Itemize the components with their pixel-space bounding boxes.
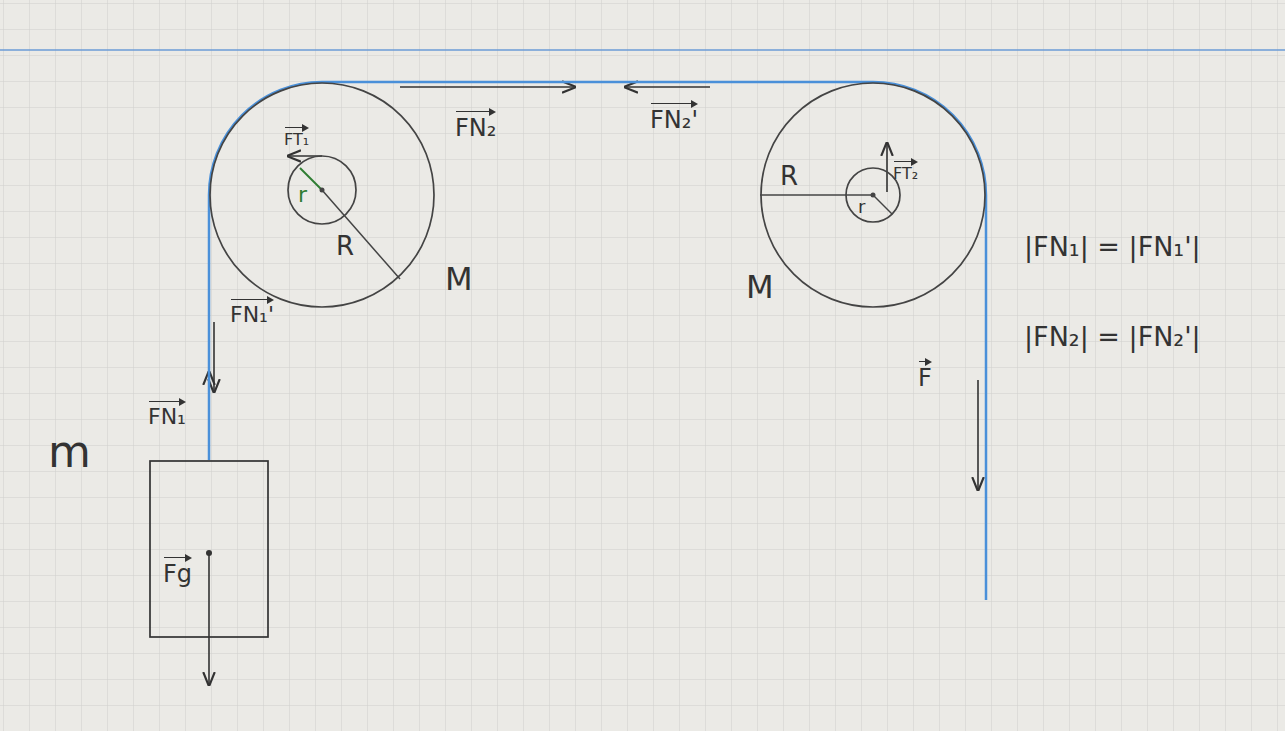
mass-box-rect xyxy=(150,461,268,637)
axle-wheel: r xyxy=(287,155,357,225)
pulley-circle xyxy=(761,83,985,307)
axle xyxy=(871,193,876,198)
axle-wheel: r xyxy=(845,167,901,223)
radius-label: r xyxy=(858,197,865,217)
force-label: FN₁' xyxy=(230,296,274,327)
force-label: FN₂ xyxy=(455,108,496,141)
rope xyxy=(322,81,873,84)
mass-box: mFg xyxy=(149,460,269,638)
axle xyxy=(320,188,325,193)
pulley-outline xyxy=(760,82,986,308)
margin-line xyxy=(0,49,1285,51)
mass-label: M xyxy=(746,270,774,305)
rope xyxy=(208,195,211,460)
pulley-circle xyxy=(210,83,434,307)
force-label: FT₂ xyxy=(893,158,918,183)
mass-box-outline xyxy=(149,460,269,638)
radius-line xyxy=(322,190,400,279)
force-label: Fg xyxy=(163,554,192,587)
force-arrow xyxy=(977,380,979,490)
radius-label: R xyxy=(780,162,798,191)
equation: |FN₂| = |FN₂'| xyxy=(1024,322,1201,352)
force-arrow xyxy=(886,143,888,192)
rope xyxy=(873,82,986,600)
radius-label: r xyxy=(298,183,307,207)
mass-label: m xyxy=(48,428,91,476)
mass-label: M xyxy=(445,262,473,297)
radius-line xyxy=(873,195,892,214)
radius-line xyxy=(760,194,873,196)
force-label: F xyxy=(918,358,932,391)
axle-wheel-outline xyxy=(287,155,357,225)
force-arrow xyxy=(400,86,575,88)
center-dot xyxy=(206,550,212,556)
equation: |FN₁| = |FN₁'| xyxy=(1024,232,1201,262)
force-arrow xyxy=(213,322,215,392)
force-label: FN₂' xyxy=(650,100,698,133)
axle-wheel-outline xyxy=(845,167,901,223)
pulley: rRM xyxy=(209,82,435,308)
axle-wheel-circle xyxy=(288,156,356,224)
force-label: FT₁ xyxy=(284,124,309,149)
force-arrow xyxy=(625,86,710,88)
force-label: FN₁ xyxy=(148,398,186,429)
force-arrow xyxy=(208,553,210,685)
pulley: rRM xyxy=(760,82,986,308)
radius-label: R xyxy=(336,232,354,261)
axle-wheel-circle xyxy=(846,168,900,222)
pulley-outline xyxy=(209,82,435,308)
